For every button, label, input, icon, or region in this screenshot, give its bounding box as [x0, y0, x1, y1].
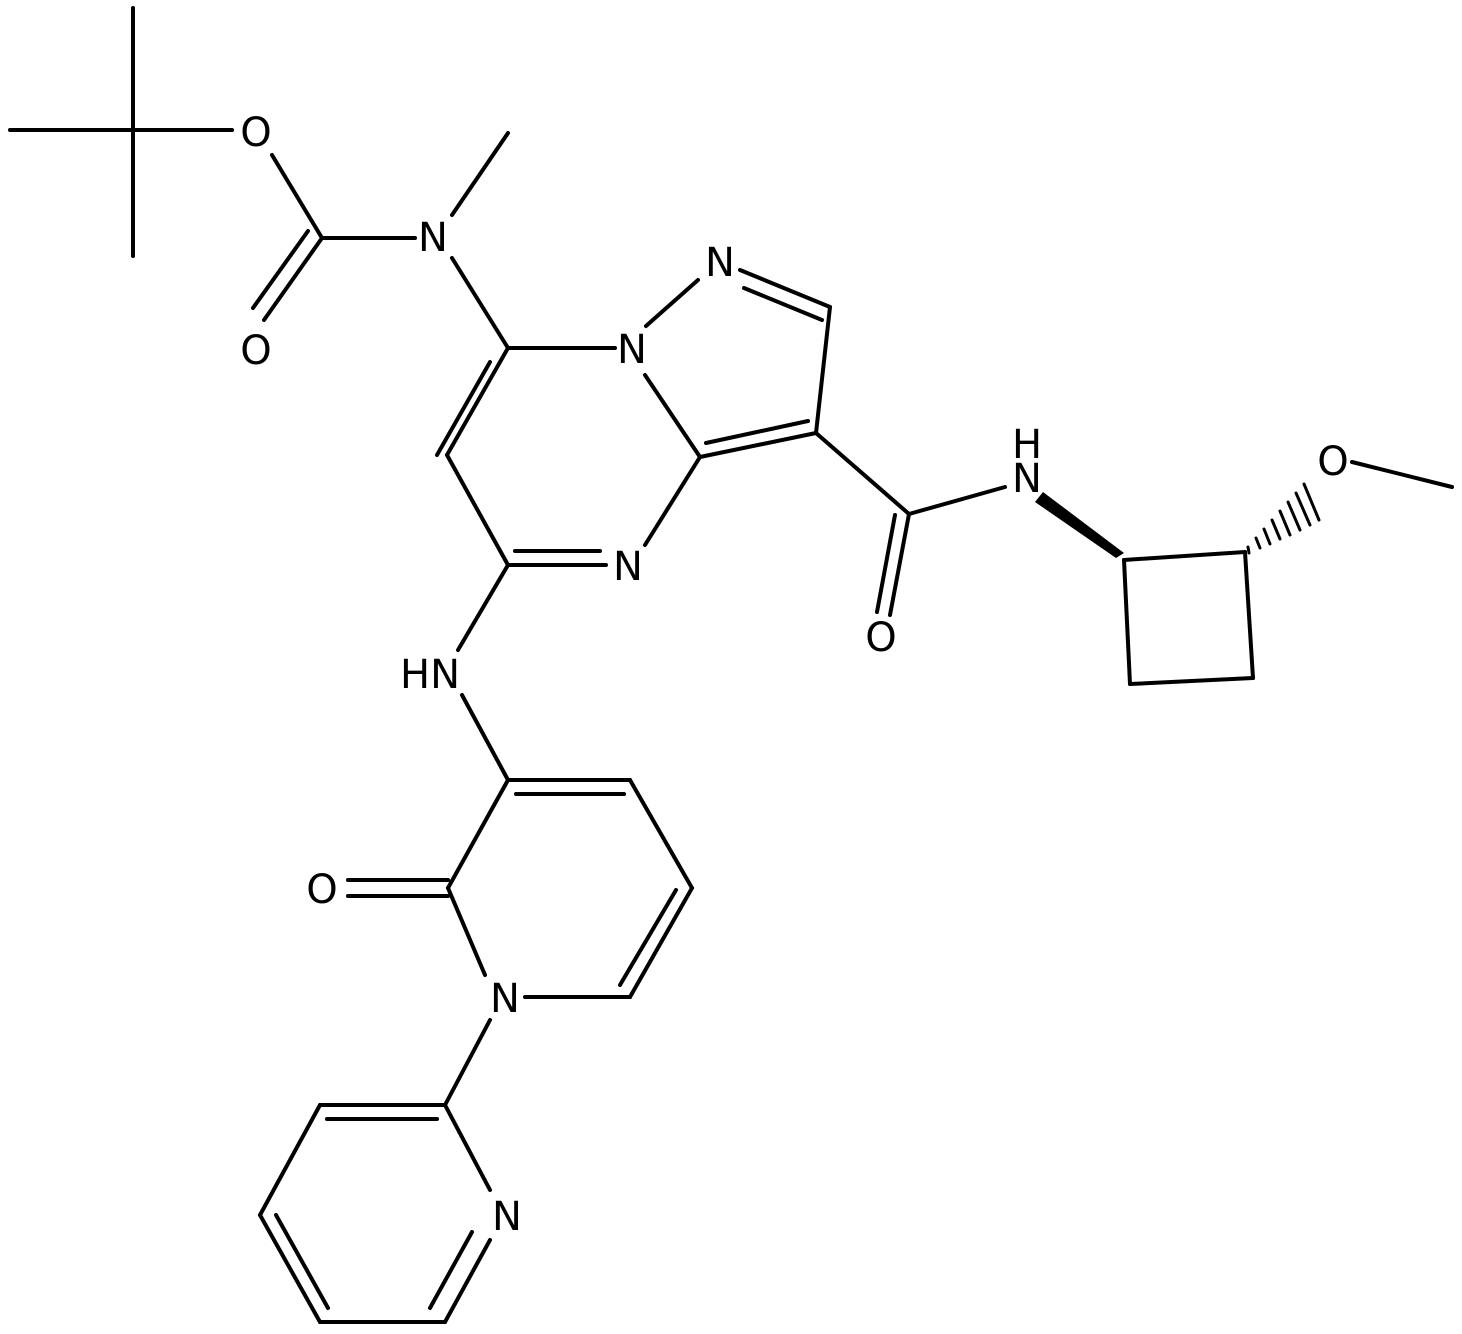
pyridinone-ring	[346, 778, 694, 999]
atom-o-ether-boc: O	[240, 110, 271, 156]
atom-n-pyrazole: N	[705, 240, 735, 286]
atom-o-amide: O	[865, 615, 896, 661]
atom-n-bridgehead: N	[617, 327, 647, 373]
pyrazolopyrimidine-core	[435, 268, 832, 567]
atom-n-pyridinone: N	[490, 976, 520, 1022]
tert-butyl-group	[8, 6, 234, 258]
wedge-bond	[1035, 492, 1124, 558]
atom-n-pyridine: N	[492, 1194, 522, 1240]
amide-bonds	[814, 431, 1007, 617]
atom-o-pyridinone: O	[306, 867, 337, 913]
atom-n-pyrimidine: N	[613, 544, 643, 590]
atom-h-amide: H	[1012, 422, 1042, 468]
pyridine-ring	[258, 1103, 492, 1324]
hashed-bond	[1246, 482, 1321, 555]
methoxy-bond	[1350, 460, 1454, 489]
cyclobutane-ring	[1122, 550, 1255, 686]
atom-nh-amine: HN	[400, 652, 460, 698]
amine-link-bonds	[456, 563, 510, 782]
atom-n-amide: N	[1012, 456, 1042, 502]
n-aryl-bond	[443, 1018, 492, 1107]
atom-o-methoxy: O	[1317, 439, 1348, 485]
atom-n-carbamate: N	[418, 215, 448, 261]
boc-carbamate-bonds	[251, 131, 510, 350]
atom-o-carbonyl-boc: O	[240, 328, 271, 374]
